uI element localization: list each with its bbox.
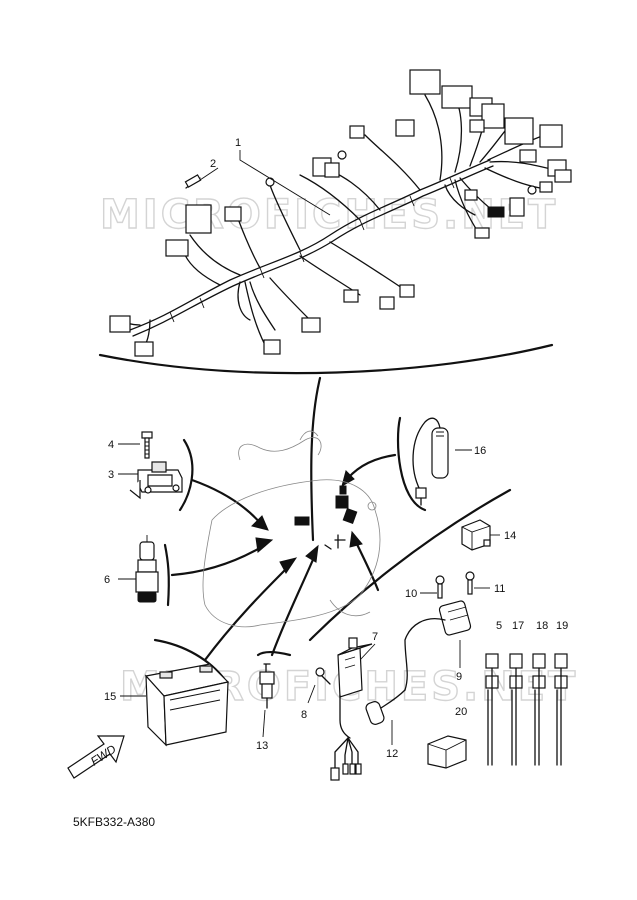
part-16-grip-wire: [412, 417, 449, 506]
part-19-band: [554, 653, 568, 766]
part-17-band: [509, 653, 523, 766]
part-7-cdi: [337, 637, 373, 739]
part-10-screw: [435, 575, 445, 599]
part-12-plug-cap: [365, 689, 406, 725]
part-3-terminal-bracket: [129, 461, 183, 500]
callout-10: 10: [405, 588, 417, 600]
callout-12: 12: [386, 748, 398, 760]
callout-1: 1: [235, 137, 241, 149]
callout-6: 6: [104, 574, 110, 586]
callout-labels: 1 2 3 4 5 6 7 8 9 10 11 12 13 14 15 16 1…: [104, 137, 568, 760]
callout-9: 9: [456, 671, 462, 683]
callout-16: 16: [474, 445, 486, 457]
callout-17: 17: [512, 620, 524, 632]
callout-11: 11: [494, 583, 505, 595]
wire-harness: [109, 69, 572, 357]
callout-13: 13: [256, 740, 268, 752]
callout-2: 2: [210, 158, 216, 170]
callout-8: 8: [301, 709, 307, 721]
part-11-screw: [465, 571, 475, 595]
callout-7: 7: [372, 631, 378, 643]
part-4-bolt: [141, 431, 153, 459]
callout-19: 19: [556, 620, 568, 632]
center-components: [294, 485, 358, 550]
part-15-battery: [144, 663, 230, 747]
drawing-code: 5KFB332-A380: [73, 815, 155, 829]
callout-14: 14: [504, 530, 516, 542]
part-18-band: [532, 653, 546, 766]
part-7-wiring: [330, 737, 362, 781]
section-dividers: [98, 343, 554, 682]
pointer-arrows: [170, 453, 397, 662]
callout-3: 3: [108, 469, 114, 481]
part-20-pad: [427, 735, 467, 769]
fwd-arrow: FWD: [67, 735, 125, 779]
scooter-outline: [202, 430, 381, 628]
cable-bands: [485, 653, 568, 766]
callout-15: 15: [104, 691, 116, 703]
part-5-band: [485, 653, 499, 766]
part-9-coil: [404, 600, 472, 691]
callout-4: 4: [108, 439, 114, 451]
part-14-relay: [461, 519, 491, 551]
callout-5: 5: [496, 620, 502, 632]
part-6-holder: [135, 535, 159, 603]
part-13-sensor: [259, 663, 275, 709]
callout-20: 20: [455, 706, 467, 718]
callout-leaders: [118, 150, 500, 745]
part-8-bolt: [315, 667, 331, 685]
callout-18: 18: [536, 620, 548, 632]
